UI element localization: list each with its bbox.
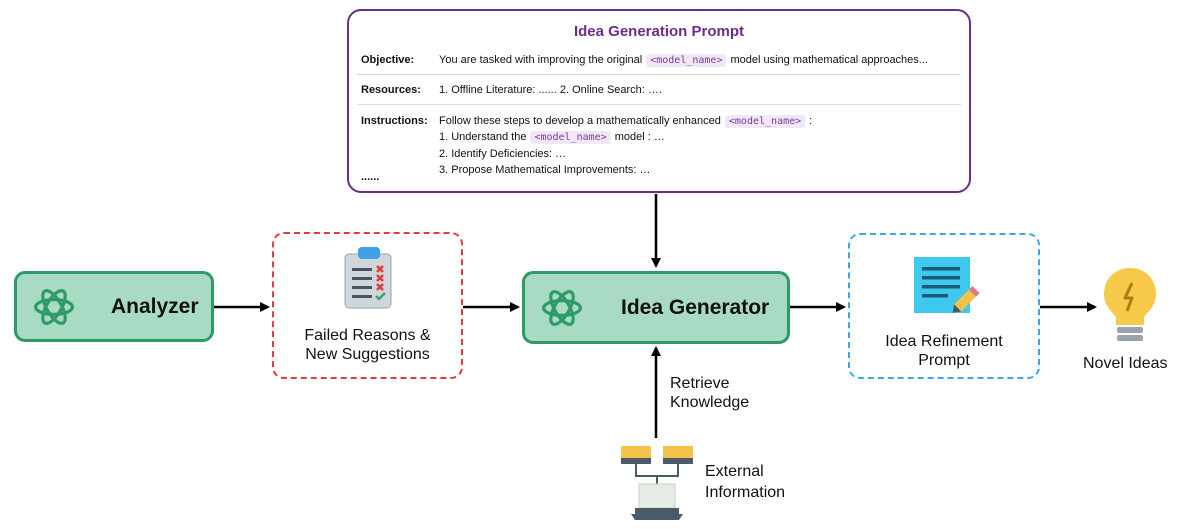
- objective-suffix: model using mathematical approaches...: [730, 54, 928, 66]
- refinement-line1: Idea Refinement: [885, 333, 1003, 350]
- step-2-text: 2. Identify Deficiencies: …: [439, 148, 567, 160]
- novel-ideas-label: Novel Ideas: [1083, 355, 1168, 372]
- idea-generator-label: Idea Generator: [621, 295, 770, 319]
- instructions-intro: Follow these steps to develop a mathemat…: [439, 115, 813, 128]
- ellipsis: ......: [361, 171, 380, 183]
- failed-reasons-box: Failed Reasons & New Suggestions: [272, 232, 463, 379]
- document-pencil-icon: [914, 257, 980, 313]
- refinement-line2: Prompt: [918, 352, 970, 369]
- instructions-label: Instructions:: [361, 115, 428, 127]
- model-token: <model_name>: [646, 54, 727, 67]
- resources-label: Resources:: [361, 84, 421, 96]
- objective-prefix: You are tasked with improving the origin…: [439, 54, 643, 66]
- step-1-text: 1. Understand the<model_name>model : …: [439, 131, 665, 144]
- external-line1: External: [705, 463, 764, 480]
- external-line2: Information: [705, 484, 786, 501]
- divider: [357, 74, 961, 75]
- network-icon: [621, 446, 693, 520]
- prompt-title: Idea Generation Prompt: [573, 23, 745, 40]
- objective-text: You are tasked with improving the origin…: [439, 54, 928, 67]
- divider: [357, 104, 961, 105]
- analyzer-node: Analyzer: [14, 271, 214, 342]
- lightbulb-icon: [1104, 268, 1156, 341]
- resources-text: 1. Offline Literature: ...... 2. Online …: [439, 84, 662, 96]
- retrieve-line2: Knowledge: [670, 394, 750, 411]
- step-1-suffix: model : …: [614, 131, 665, 143]
- objective-label: Objective:: [361, 54, 415, 66]
- step-3-text: 3. Propose Mathematical Improvements: …: [439, 164, 651, 176]
- model-token: <model_name>: [530, 131, 611, 144]
- idea-generation-prompt-box: Idea Generation Prompt Objective: You ar…: [347, 9, 971, 193]
- analyzer-label: Analyzer: [111, 294, 199, 318]
- openai-logo-icon: [33, 288, 75, 325]
- idea-refinement-box: Idea Refinement Prompt: [848, 233, 1040, 379]
- retrieve-line1: Retrieve: [670, 375, 730, 392]
- checklist-icon: [344, 247, 392, 309]
- instructions-suffix: :: [809, 115, 813, 127]
- failed-reasons-line1: Failed Reasons &: [304, 327, 431, 344]
- instructions-prefix: Follow these steps to develop a mathemat…: [439, 115, 721, 127]
- model-token: <model_name>: [724, 115, 806, 128]
- idea-generator-node: Idea Generator: [522, 271, 790, 344]
- openai-logo-icon: [541, 289, 583, 326]
- failed-reasons-line2: New Suggestions: [305, 346, 430, 363]
- step-1-prefix: 1. Understand the: [439, 131, 527, 143]
